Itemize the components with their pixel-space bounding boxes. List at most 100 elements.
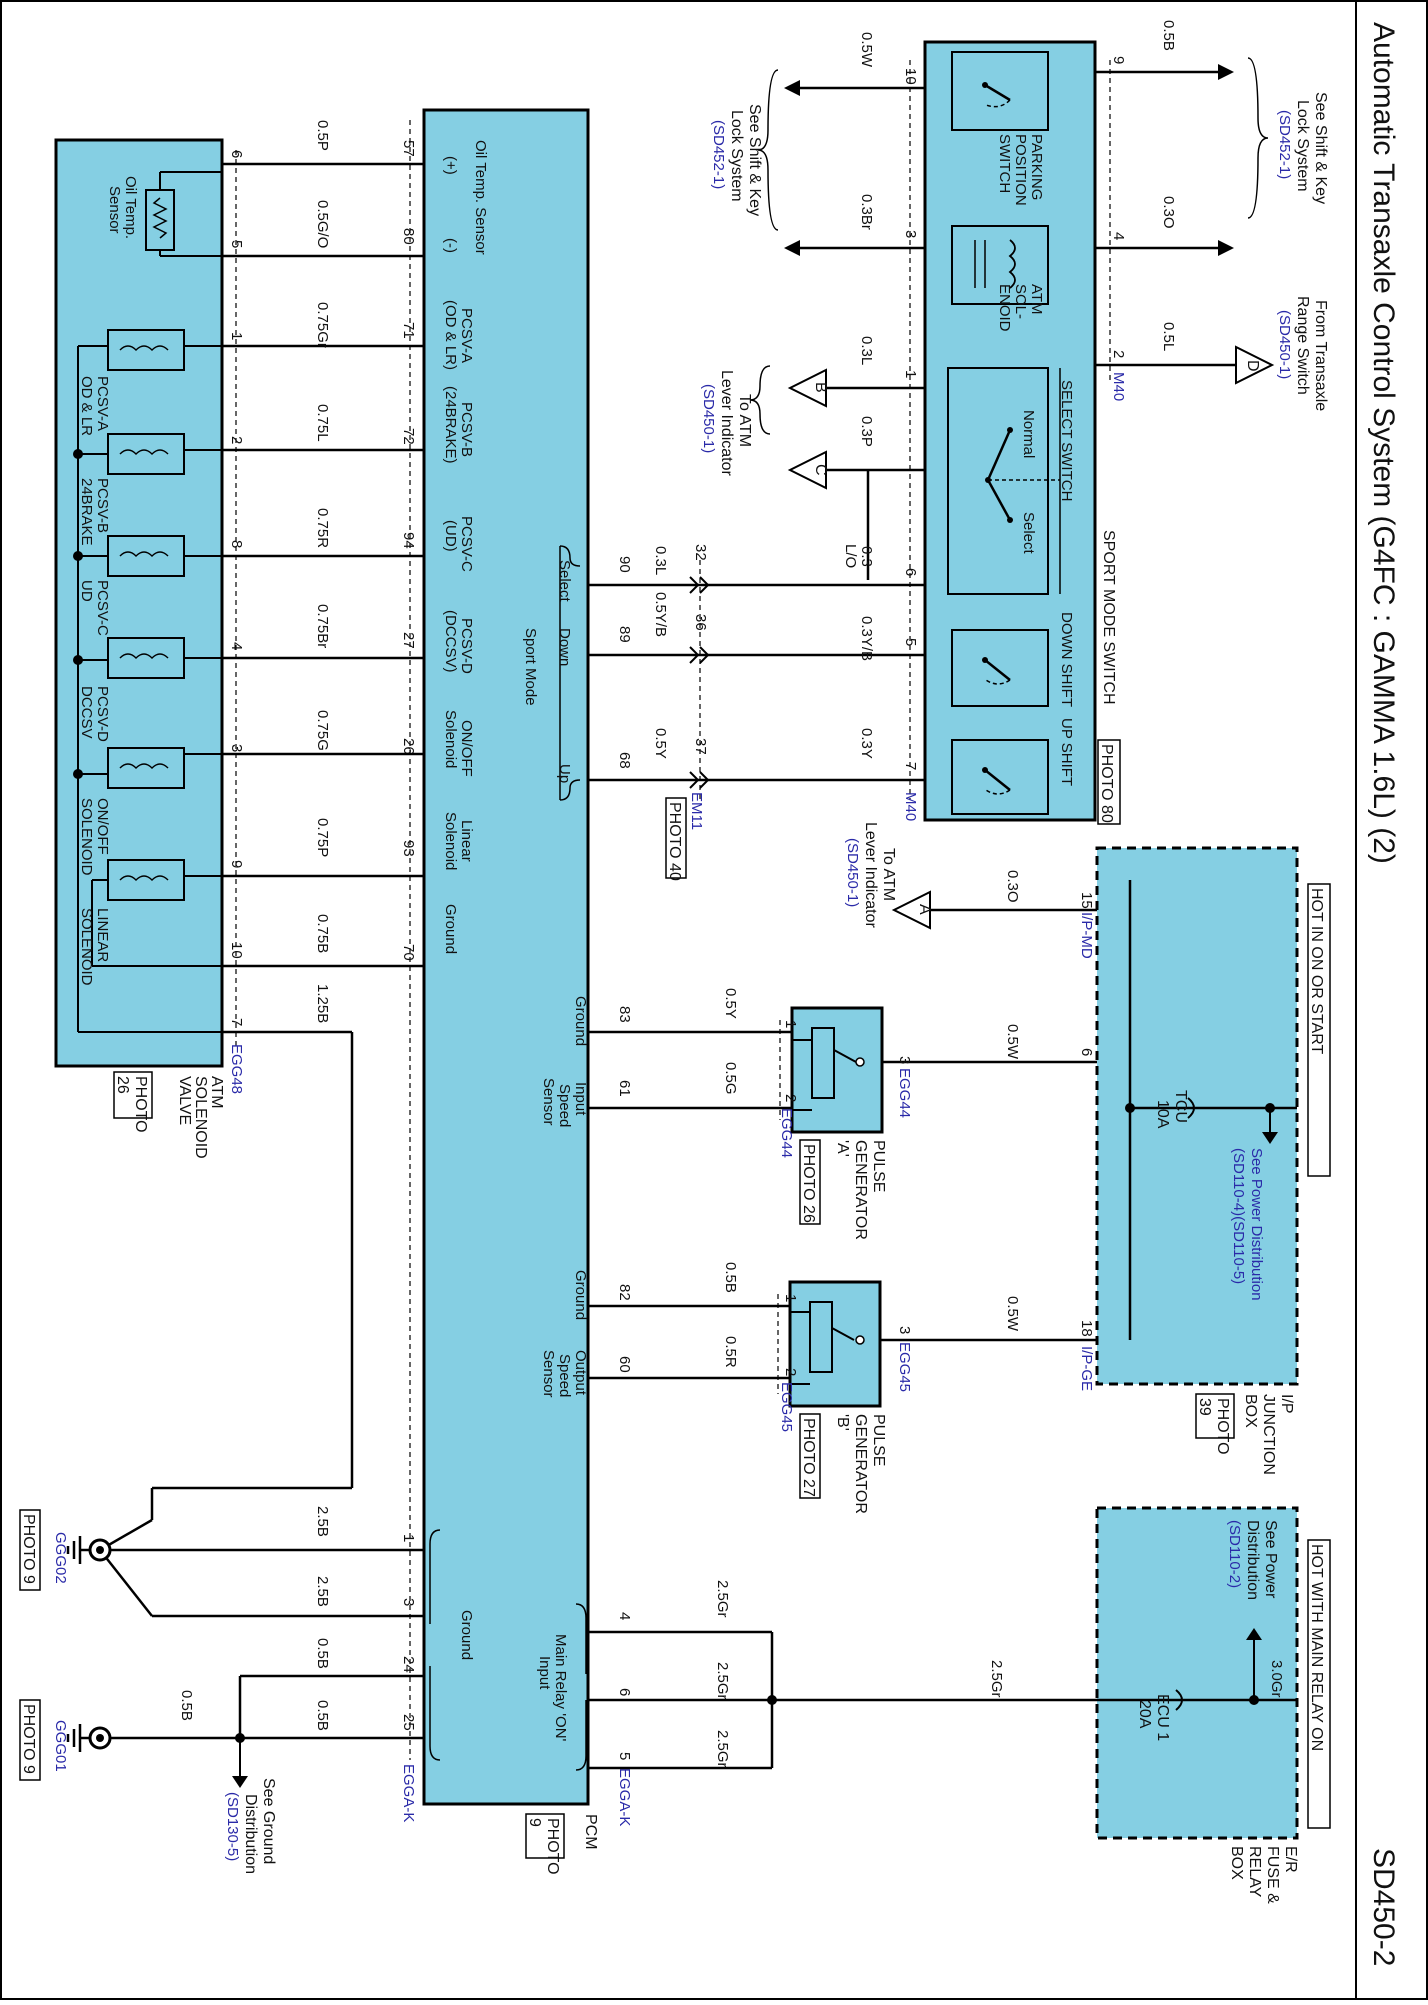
pcm-pin-5: 5 [616, 1752, 633, 1760]
atm-sol-label-1: ATM [1028, 284, 1045, 315]
pgb-photo: PHOTO 27 [800, 1418, 817, 1497]
pcm-pin-71: 71 [400, 322, 417, 339]
pcm-oil-temp-label: Oil Temp. Sensor [472, 140, 489, 255]
ip-box-wiring: A 0.3O To ATM Lever Indicator (SD450-1) … [844, 822, 1097, 1391]
arrow-left-icon [784, 240, 800, 256]
lever-a-ref-2: Lever Indicator [862, 822, 879, 929]
valve-pin-9: 9 [228, 860, 245, 868]
valve-pin-2: 2 [228, 436, 245, 444]
pga-name-2: GENERATOR [852, 1140, 869, 1240]
atm-solenoid-coil [951, 225, 1049, 305]
pcm-pcsvb-sub: (24BRAKE) [442, 386, 459, 464]
wire-05b-ops: 0.5B [722, 1262, 739, 1293]
wire-05p: 0.5P [314, 120, 331, 151]
pcm-pin-61: 61 [616, 1080, 633, 1097]
em11-pin-36: 36 [692, 614, 709, 631]
diagram-title: Automatic Transaxle Control System (G4FC… [1367, 22, 1400, 864]
sol-c-label-2: UD [78, 580, 95, 602]
pcm-ground-label: Ground [458, 1610, 475, 1660]
pcm-pin-89: 89 [616, 626, 633, 643]
wire-075p: 0.75P [314, 818, 331, 857]
ssw-connector-top: M40 [1110, 372, 1127, 401]
pcsv-d-coil: PCSV-D DCCSV [78, 637, 222, 742]
ground-dist-ref-2: Distribution [242, 1794, 259, 1874]
ecu1-fuse-rating: 20A [1136, 1700, 1153, 1729]
thermistor-icon [152, 197, 168, 239]
pga-photo: PHOTO 26 [800, 1144, 817, 1223]
pcm-pin-94: 94 [400, 532, 417, 549]
wire-25gr-er: 2.5Gr [988, 1660, 1005, 1698]
valve-pin-3: 3 [228, 744, 245, 752]
wire-05b-24: 0.5B [314, 1638, 331, 1669]
pcm-ips-input: Input [572, 1082, 589, 1116]
er-fuse-relay-box: HOT WITH MAIN RELAY ON 3.0Gr ECU 1 20A S… [1095, 1506, 1331, 1904]
ssw-pin-7: 7 [902, 762, 919, 770]
coil-icon [1008, 239, 1016, 289]
wire-25gr-6: 2.5Gr [714, 1662, 731, 1700]
sport-mode-pcm-wiring: 0.3L 0.5Y/B 0.5Y [588, 546, 690, 782]
sol-d-label-2: DCCSV [78, 686, 95, 739]
shift-lock-left-1: See Shift & Key [746, 104, 763, 216]
lever-bc-ref-2: Lever Indicator [718, 370, 735, 477]
down-shift-switch [951, 629, 1049, 707]
pcm-sport-select: Select [556, 560, 573, 603]
ssw-pin-9: 9 [1110, 56, 1127, 64]
ecu1-fuse-label: ECU 1 [1154, 1694, 1171, 1741]
pulse-generator-a: 1 2 3 EGG44 EGG44 PULSE GENERATOR 'A' PH… [778, 1006, 913, 1240]
pcm-linear: Linear [458, 820, 475, 862]
wire-05g-ips: 0.5G [722, 1062, 739, 1095]
ssw-pin-5: 5 [902, 638, 919, 646]
pcm-pcsvd: PCSV-D [458, 618, 475, 674]
sol-b-label-1: PCSV-B [94, 478, 111, 533]
pgb-name-2: GENERATOR [852, 1414, 869, 1514]
ip-connector-ge: I/P-GE [1078, 1346, 1095, 1391]
er-box-name-1: E/R [1282, 1846, 1299, 1873]
pcm-ops-speed: Speed [556, 1354, 573, 1397]
pcm-ops-sensor: Sensor [540, 1350, 557, 1398]
pcm-pin-72: 72 [400, 428, 417, 445]
lever-bc-ref-1: To ATM [736, 394, 753, 447]
pcm-pin-6: 6 [616, 1688, 633, 1696]
pps-label-1: PARKING [1028, 134, 1045, 200]
pcm-pin-83: 83 [616, 1006, 633, 1023]
wire-125b: 1.25B [314, 984, 331, 1023]
er-see-power-3: (SD110-2) [1226, 1520, 1243, 1588]
er-wire-30gr: 3.0Gr [1268, 1660, 1285, 1698]
ip-box-name-3: BOX [1242, 1394, 1259, 1428]
oil-sensor-label-1: Oil Temp. [122, 176, 139, 239]
wire-05b-ground: 0.5B [178, 1690, 195, 1721]
up-shift-switch [951, 739, 1049, 815]
oil-sensor-label-2: Sensor [106, 186, 123, 234]
ip-connector-md: I/P-MD [1078, 912, 1095, 959]
wire-03yb: 0.3Y/B [858, 616, 875, 661]
ssw-connector-bottom: M40 [902, 792, 919, 821]
wire-25gr-5: 2.5Gr [714, 1730, 731, 1768]
sol-b-label-2: 24BRAKE [78, 478, 95, 546]
pcsv-c-coil: PCSV-C UD [78, 535, 222, 636]
fuse-icon [1187, 1097, 1195, 1119]
pga-connector-top: EGG44 [896, 1068, 913, 1118]
er-see-power-1: See Power [1262, 1520, 1279, 1599]
sol-a-label-1: PCSV-A [94, 376, 111, 431]
pgb-connector-bottom: EGG45 [778, 1382, 795, 1432]
flag-d-label: D [1244, 360, 1261, 372]
atm-sol-label-3: ENOID [996, 284, 1013, 332]
ssw-pin-6: 6 [902, 568, 919, 576]
ssw-pin-10: 10 [902, 68, 919, 85]
pcm-pin-4: 4 [616, 1612, 633, 1620]
valve-pin-5: 5 [228, 240, 245, 248]
pcm-pin-60: 60 [616, 1356, 633, 1373]
sol-linear-label-1: LINEAR [94, 908, 111, 962]
pcm-linear-sub: Solenoid [442, 812, 459, 870]
valve-connector: EGG48 [228, 1044, 245, 1094]
pga-body [790, 1006, 884, 1134]
em11-connector-label: EM11 [688, 792, 705, 830]
ground-ggg02-photo: PHOTO 9 [20, 1514, 37, 1584]
wire-05y-ips: 0.5Y [722, 988, 739, 1019]
linear-solenoid-coil: LINEAR SOLENOID [78, 859, 222, 986]
flag-b-label: B [812, 382, 829, 393]
pga-name-1: PULSE [870, 1140, 887, 1192]
er-see-power-2: Distribution [1244, 1520, 1261, 1600]
wire-075gr: 0.75Gr [314, 302, 331, 348]
